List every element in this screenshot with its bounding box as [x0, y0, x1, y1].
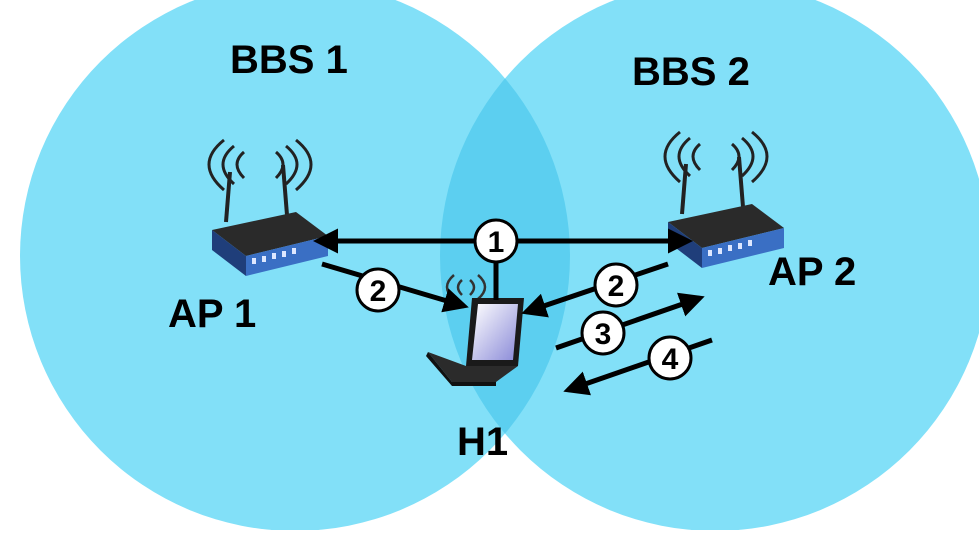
- step-circle-2-ap2: 2: [593, 262, 639, 308]
- h1-laptop-icon: [426, 274, 524, 386]
- step-circle-2-ap1: 2: [355, 267, 401, 313]
- bss1-coverage: [20, 0, 570, 531]
- bbs1-label: BBS 1: [230, 38, 348, 82]
- ap2-label: AP 2: [768, 250, 857, 294]
- step-circle-3: 3: [580, 310, 626, 356]
- step-circle-4: 4: [647, 335, 693, 381]
- bbs2-label: BBS 2: [632, 50, 750, 94]
- step-circle-1: 1: [473, 218, 519, 264]
- h1-label: H1: [457, 420, 509, 464]
- step-number-2b: 2: [608, 270, 625, 303]
- ap1-label: AP 1: [168, 292, 257, 336]
- step-number-3: 3: [595, 318, 612, 351]
- ap1-router-icon: [207, 138, 328, 276]
- ap2-router-icon: [663, 130, 784, 268]
- step-number-1: 1: [488, 226, 505, 259]
- step-number-4: 4: [662, 343, 679, 376]
- ap2-wifi-signal-icon: [663, 130, 769, 184]
- step-number-2a: 2: [370, 275, 387, 308]
- step3-arrow-to-ap2: [555, 292, 705, 351]
